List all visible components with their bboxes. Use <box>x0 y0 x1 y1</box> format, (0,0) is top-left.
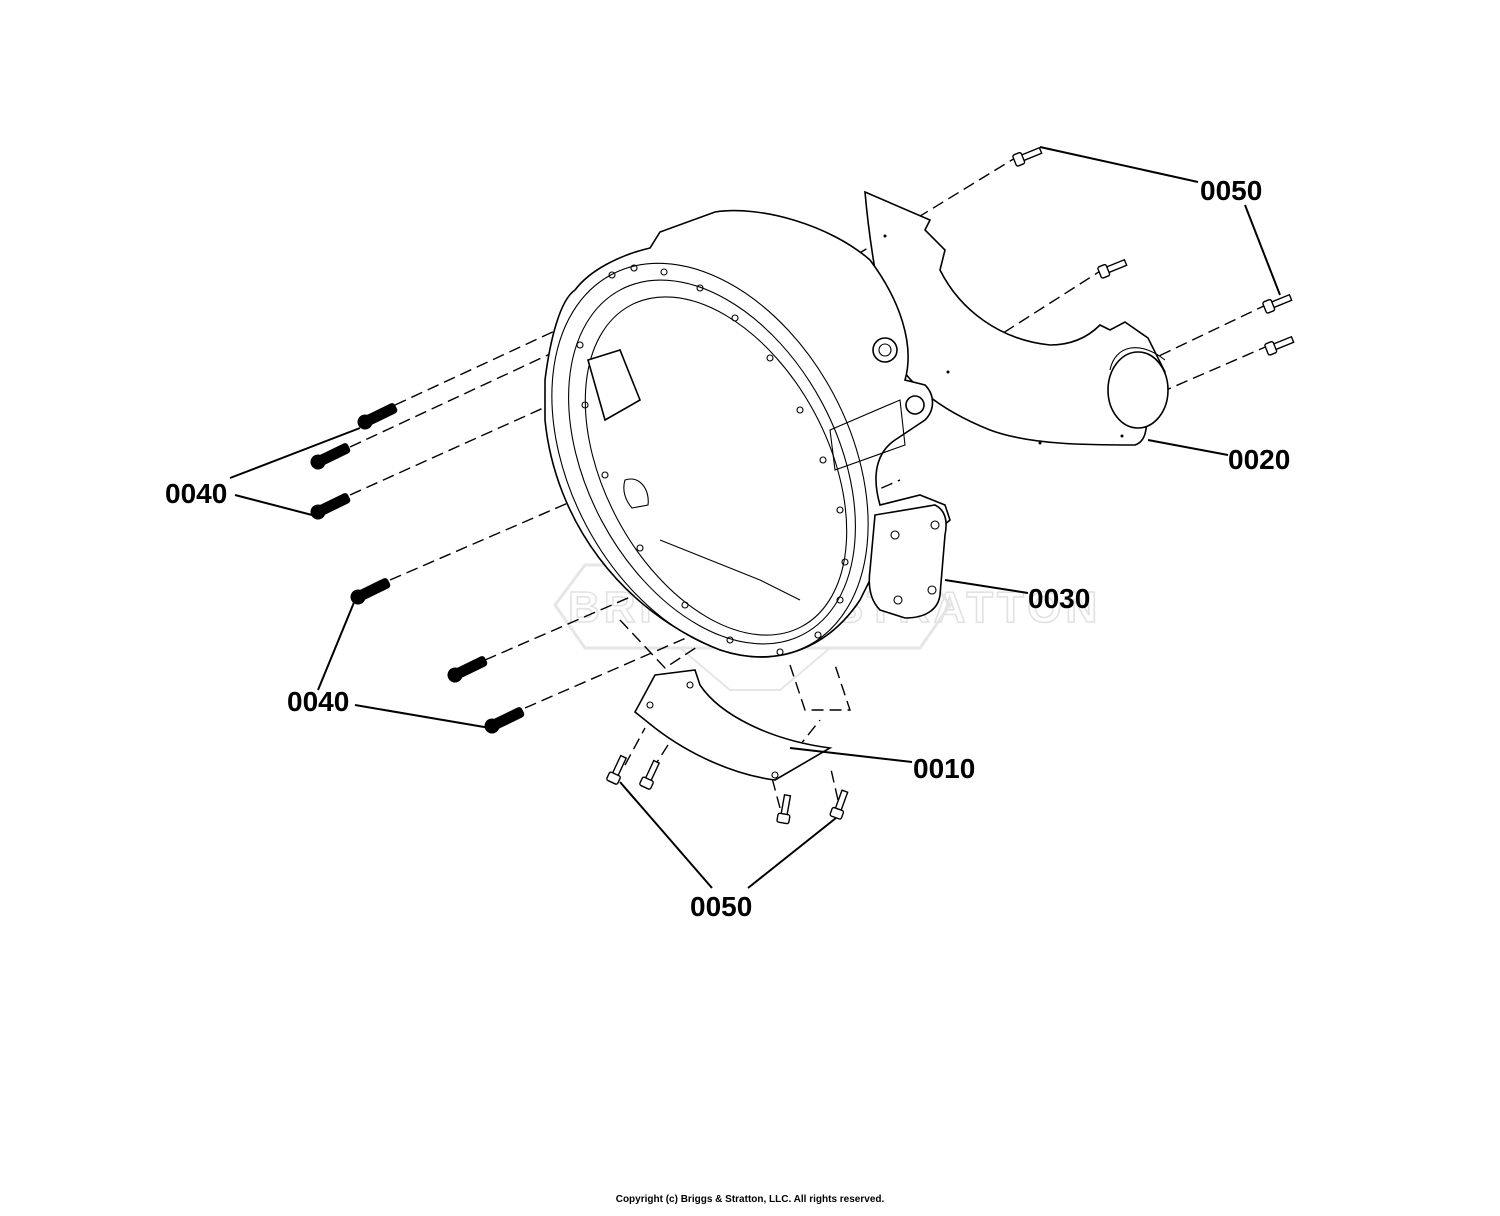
callout-0050-top: 0050 <box>1200 175 1262 206</box>
callout-0030: 0030 <box>1028 583 1090 614</box>
flange-holes <box>576 264 849 656</box>
callout-0040-lower: 0040 <box>287 686 349 717</box>
bolts-0040 <box>310 403 525 734</box>
part-0010-cover-plate <box>633 669 833 781</box>
copyright-notice: Copyright (c) Briggs & Stratton, LLC. Al… <box>615 1194 885 1205</box>
part-0020-blower-housing <box>864 190 1169 446</box>
callout-0010: 0010 <box>913 753 975 784</box>
callout-0050-bottom: 0050 <box>690 891 752 922</box>
callout-0040-upper: 0040 <box>165 478 227 509</box>
leader-lines <box>229 146 1281 889</box>
part-0030-engine-housing <box>544 209 951 658</box>
callout-0020: 0020 <box>1228 444 1290 475</box>
screws-0050 <box>606 146 1295 825</box>
callout-labels: 0050 0020 0040 0030 0040 0010 0050 <box>165 175 1290 922</box>
